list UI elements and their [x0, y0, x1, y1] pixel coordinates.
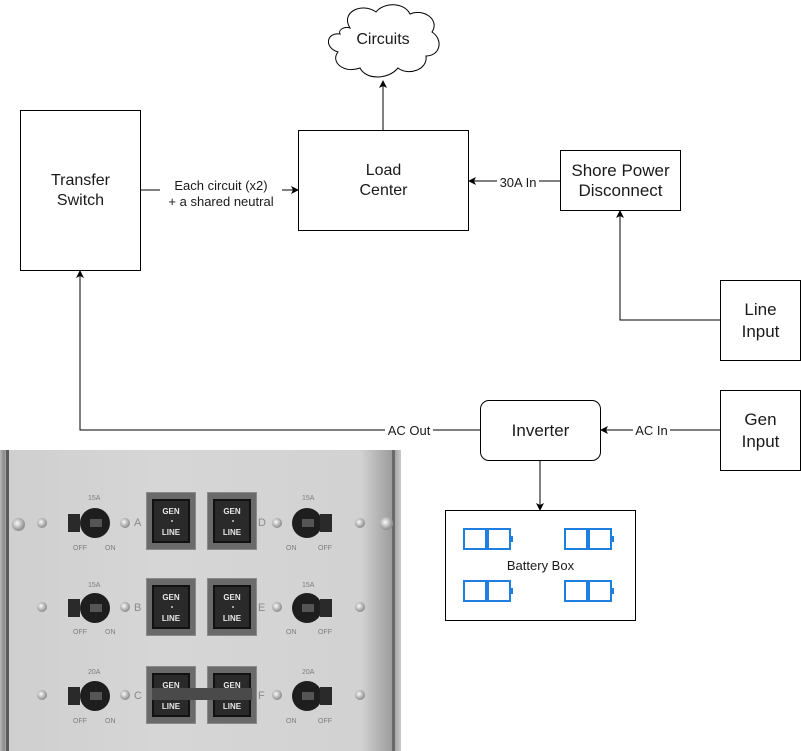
breaker-a-knob	[68, 508, 110, 538]
rocker-switch-d: GEN LINE	[207, 492, 257, 550]
screw	[12, 518, 25, 531]
edge-label-ac-out: AC Out	[385, 423, 433, 439]
rocker-gen-label: GEN	[162, 681, 180, 690]
rocker-switch-e: GEN LINE	[207, 578, 257, 636]
panel-edge-left	[6, 450, 9, 751]
node-transfer-switch[interactable]: Transfer Switch	[20, 110, 141, 271]
screw	[380, 517, 393, 530]
rocker-line-label: LINE	[222, 614, 242, 623]
screw	[37, 690, 47, 700]
screw	[355, 518, 365, 528]
screw	[120, 690, 130, 700]
screw	[37, 518, 47, 528]
breaker-f-letter: F	[258, 690, 265, 702]
breaker-f-off: OFF	[318, 718, 332, 725]
rocker-gen-label: GEN	[162, 507, 180, 516]
rocker-gen-label: GEN	[223, 681, 241, 690]
breaker-e-knob	[292, 593, 332, 623]
breaker-d-rating: 15A	[302, 495, 315, 502]
breaker-e-on: ON	[286, 629, 297, 636]
panel-edge-right	[392, 450, 395, 751]
rocker-switch-a: GEN LINE	[146, 492, 196, 550]
breaker-d-off: OFF	[318, 545, 332, 552]
edge-inverter-to-transfer	[76, 270, 480, 431]
rocker-gen-label: GEN	[223, 593, 241, 602]
node-battery-box[interactable]: Battery Box	[445, 510, 636, 621]
breaker-f-knob	[292, 681, 332, 711]
breaker-a-off: OFF	[73, 545, 87, 552]
battery-icon	[564, 528, 614, 550]
rocker-gen-label: GEN	[223, 507, 241, 516]
breaker-b-off: OFF	[73, 629, 87, 636]
screw	[272, 602, 282, 612]
node-circuits-label: Circuits	[356, 31, 410, 48]
breaker-a-rating: 15A	[88, 495, 101, 502]
node-battery-box-label: Battery Box	[506, 557, 575, 573]
node-gen-input[interactable]: Gen Input	[720, 390, 801, 471]
node-load-center-label: Load Center	[359, 161, 408, 199]
node-inverter-label: Inverter	[511, 420, 570, 440]
rocker-line-label: LINE	[222, 528, 242, 537]
breaker-b-letter: B	[134, 602, 142, 614]
breaker-e-off: OFF	[318, 629, 332, 636]
edge-label-ac-in: AC In	[633, 423, 670, 439]
node-shore-power-label: Shore Power Disconnect	[571, 160, 670, 200]
breaker-f-on: ON	[286, 718, 297, 725]
rocker-line-label: LINE	[161, 528, 181, 537]
rocker-line-label: LINE	[161, 614, 181, 623]
battery-icon	[463, 580, 513, 602]
rocker-gen-label: GEN	[162, 593, 180, 602]
rocker-line-label: LINE	[161, 702, 181, 711]
breaker-b-on: ON	[105, 629, 116, 636]
breaker-d-letter: D	[258, 517, 266, 529]
breaker-e-letter: E	[258, 602, 266, 614]
battery-icon	[463, 528, 513, 550]
breaker-b-rating: 15A	[88, 582, 101, 589]
breaker-c-on: ON	[105, 718, 116, 725]
battery-icon	[564, 580, 614, 602]
rocker-line-label: LINE	[222, 702, 242, 711]
breaker-b-knob	[68, 593, 110, 623]
screw	[272, 690, 282, 700]
breaker-a-on: ON	[105, 545, 116, 552]
breaker-c-rating: 20A	[88, 669, 101, 676]
edge-label-transfer-to-load: Each circuit (x2) + a shared neutral	[160, 178, 282, 210]
rocker-switch-b: GEN LINE	[146, 578, 196, 636]
breaker-c-knob	[68, 681, 110, 711]
circuits-cloud-shape	[328, 4, 440, 78]
breaker-c-off: OFF	[73, 718, 87, 725]
screw	[120, 518, 130, 528]
breaker-d-on: ON	[286, 545, 297, 552]
screw	[355, 602, 365, 612]
transfer-switch-panel-photo: 15A OFF ON A D 15A ON OFF 15A OFF ON B E…	[0, 450, 401, 751]
interlock-bar	[152, 688, 252, 700]
screw	[120, 602, 130, 612]
node-gen-input-label: Gen Input	[741, 409, 780, 451]
breaker-d-knob	[292, 508, 332, 538]
screw	[272, 518, 282, 528]
screw	[37, 602, 47, 612]
node-circuits[interactable]: Circuits	[330, 22, 436, 58]
breaker-f-rating: 20A	[302, 669, 315, 676]
edge-line-to-shore	[616, 210, 720, 321]
node-shore-power-disconnect[interactable]: Shore Power Disconnect	[560, 150, 681, 211]
node-transfer-switch-label: Transfer Switch	[51, 171, 110, 209]
screw	[355, 690, 365, 700]
edge-label-shore-to-load: 30A In	[497, 175, 539, 191]
breaker-e-rating: 15A	[302, 582, 315, 589]
breaker-a-letter: A	[134, 517, 142, 529]
node-load-center[interactable]: Load Center	[298, 130, 469, 231]
node-line-input-label: Line Input	[741, 299, 780, 341]
node-inverter[interactable]: Inverter	[480, 400, 601, 461]
breaker-c-letter: C	[134, 690, 142, 702]
node-line-input[interactable]: Line Input	[720, 280, 801, 361]
